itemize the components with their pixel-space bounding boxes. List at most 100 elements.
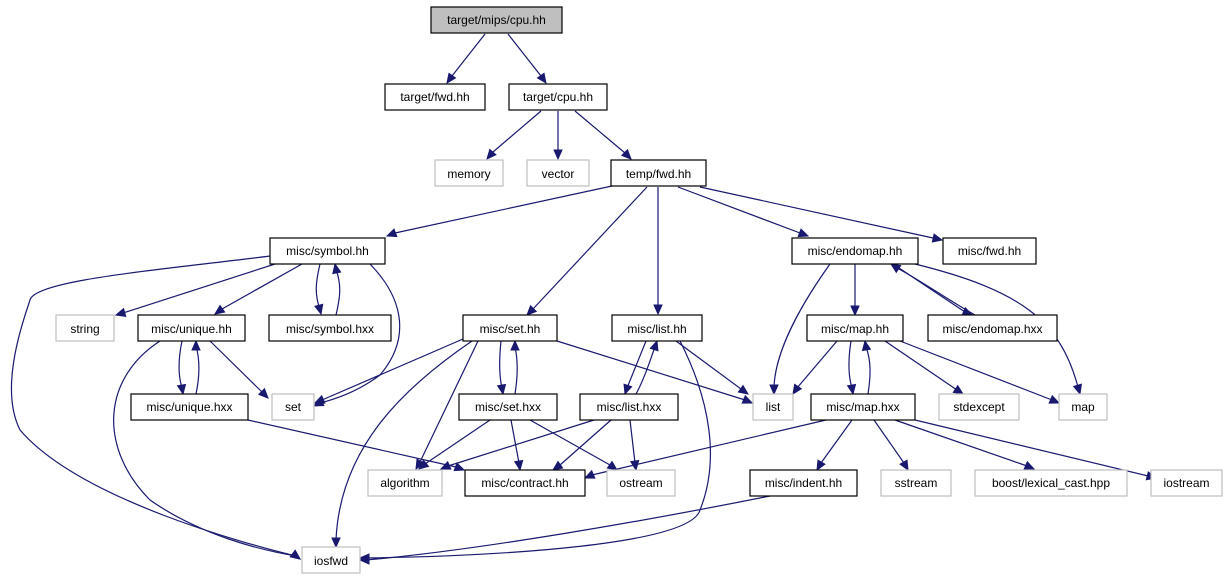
edge-line: [591, 419, 827, 476]
edge-arrowhead: [850, 305, 860, 317]
edge-arrowhead: [114, 307, 127, 317]
edge-line: [178, 340, 183, 389]
node-label: ostream: [619, 476, 662, 490]
edge-line: [677, 186, 801, 234]
node-label: misc/unique.hh: [151, 322, 232, 336]
dependency-edge: [213, 263, 303, 315]
edge-line: [315, 263, 321, 311]
node-misc-endomap-hh[interactable]: misc/endomap.hh: [791, 237, 919, 265]
edge-arrowhead: [358, 555, 370, 565]
node-label: map: [1071, 400, 1095, 414]
edge-arrowhead: [797, 228, 810, 238]
edge-arrowhead: [653, 304, 663, 316]
dependency-edge: [574, 110, 632, 160]
node-label: misc/list.hxx: [597, 400, 662, 414]
node-label: misc/fwd.hh: [958, 244, 1021, 258]
node-misc-symbol-hxx[interactable]: misc/symbol.hxx: [268, 314, 392, 342]
node-misc-indent-hh[interactable]: misc/indent.hh: [749, 469, 858, 497]
edge-line: [529, 419, 611, 466]
edge-arrowhead: [385, 228, 398, 238]
node-misc-set-hxx[interactable]: misc/set.hxx: [458, 393, 558, 421]
node-misc-set-hh[interactable]: misc/set.hh: [462, 314, 558, 342]
edge-line: [447, 419, 595, 467]
node-label: misc/set.hxx: [475, 400, 541, 414]
edge-arrowhead: [741, 394, 754, 404]
dependency-edge: [699, 186, 944, 243]
edge-arrowhead: [769, 384, 779, 396]
node-misc-map-hxx[interactable]: misc/map.hxx: [810, 393, 916, 421]
node-misc-unique-hh[interactable]: misc/unique.hh: [137, 314, 246, 342]
dependency-edge: [889, 263, 976, 316]
edge-line: [865, 346, 871, 395]
edge-line: [451, 33, 486, 77]
node-misc-fwd-hh[interactable]: misc/fwd.hh: [942, 237, 1037, 265]
edge-line: [424, 419, 491, 465]
node-target-fwd-hh[interactable]: target/fwd.hh: [384, 83, 486, 111]
node-label: target/mips/cpu.hh: [447, 13, 546, 27]
node-misc-symbol-hh[interactable]: misc/symbol.hh: [269, 237, 386, 265]
node-label: misc/list.hh: [627, 322, 686, 336]
edge-arrowhead: [332, 262, 342, 275]
node-memory: memory: [434, 159, 504, 187]
edge-line: [675, 340, 742, 390]
dependency-edge: [556, 340, 754, 404]
edge-line: [873, 419, 905, 464]
node-misc-contract-hh[interactable]: misc/contract.hh: [464, 469, 586, 497]
edge-arrowhead: [952, 384, 965, 395]
edge-line: [394, 185, 613, 234]
edge-line: [626, 340, 647, 389]
dependency-edge: [446, 33, 486, 85]
dependency-edge: [529, 419, 619, 471]
edge-line: [914, 419, 1149, 477]
edge-line: [848, 340, 853, 389]
edge-line: [559, 419, 612, 466]
edge-arrowhead: [418, 459, 430, 470]
edge-arrowhead: [816, 459, 826, 472]
edge-line: [820, 419, 853, 464]
edge-line: [122, 263, 276, 314]
node-target-cpu-hh[interactable]: target/cpu.hh: [508, 83, 608, 111]
dependency-edge: [653, 187, 663, 316]
node-misc-list-hxx[interactable]: misc/list.hxx: [579, 393, 679, 421]
dependency-edge: [176, 340, 187, 396]
dependency-edge: [884, 340, 965, 395]
node-label: misc/indent.hh: [765, 476, 842, 490]
node-temp-fwd-hh[interactable]: temp/fwd.hh: [610, 159, 707, 187]
edge-line: [499, 340, 503, 389]
edge-arrowhead: [553, 149, 563, 161]
edge-arrowhead: [313, 394, 326, 404]
node-misc-unique-hxx[interactable]: misc/unique.hxx: [130, 393, 249, 421]
edge-line: [796, 340, 838, 389]
dependency-edge: [635, 339, 659, 395]
edge-arrowhead: [439, 460, 452, 470]
node-misc-endomap-hxx[interactable]: misc/endomap.hxx: [927, 314, 1058, 342]
dependency-edge: [385, 185, 613, 238]
edge-line: [884, 340, 958, 391]
node-misc-map-hh[interactable]: misc/map.hh: [806, 314, 904, 342]
node-label: boost/lexical_cast.hpp: [992, 476, 1110, 490]
node-label: misc/endomap.hh: [808, 244, 903, 258]
dependency-edge: [894, 419, 1036, 470]
edge-line: [556, 340, 746, 401]
dependency-edge: [553, 111, 563, 161]
edge-arrowhead: [513, 459, 524, 472]
dependency-edge: [629, 419, 640, 472]
dependency-edge: [510, 339, 520, 395]
dependency-edge: [846, 340, 857, 396]
dependency-edge: [358, 340, 712, 563]
dependency-edge: [583, 419, 827, 479]
dependency-edge: [496, 340, 507, 396]
dependency-edge: [677, 186, 810, 238]
dependency-edge: [850, 264, 860, 317]
edge-arrowhead: [623, 383, 633, 396]
edge-arrowhead: [486, 148, 497, 160]
node-misc-list-hh[interactable]: misc/list.hh: [611, 314, 703, 342]
node-label: vector: [542, 167, 575, 181]
node-vector: vector: [526, 159, 590, 187]
edge-arrowhead: [1048, 394, 1061, 404]
edge-arrowhead: [213, 304, 226, 315]
node-ostream: ostream: [606, 469, 676, 497]
edge-arrowhead: [191, 339, 201, 351]
edge-arrowhead: [176, 383, 187, 396]
